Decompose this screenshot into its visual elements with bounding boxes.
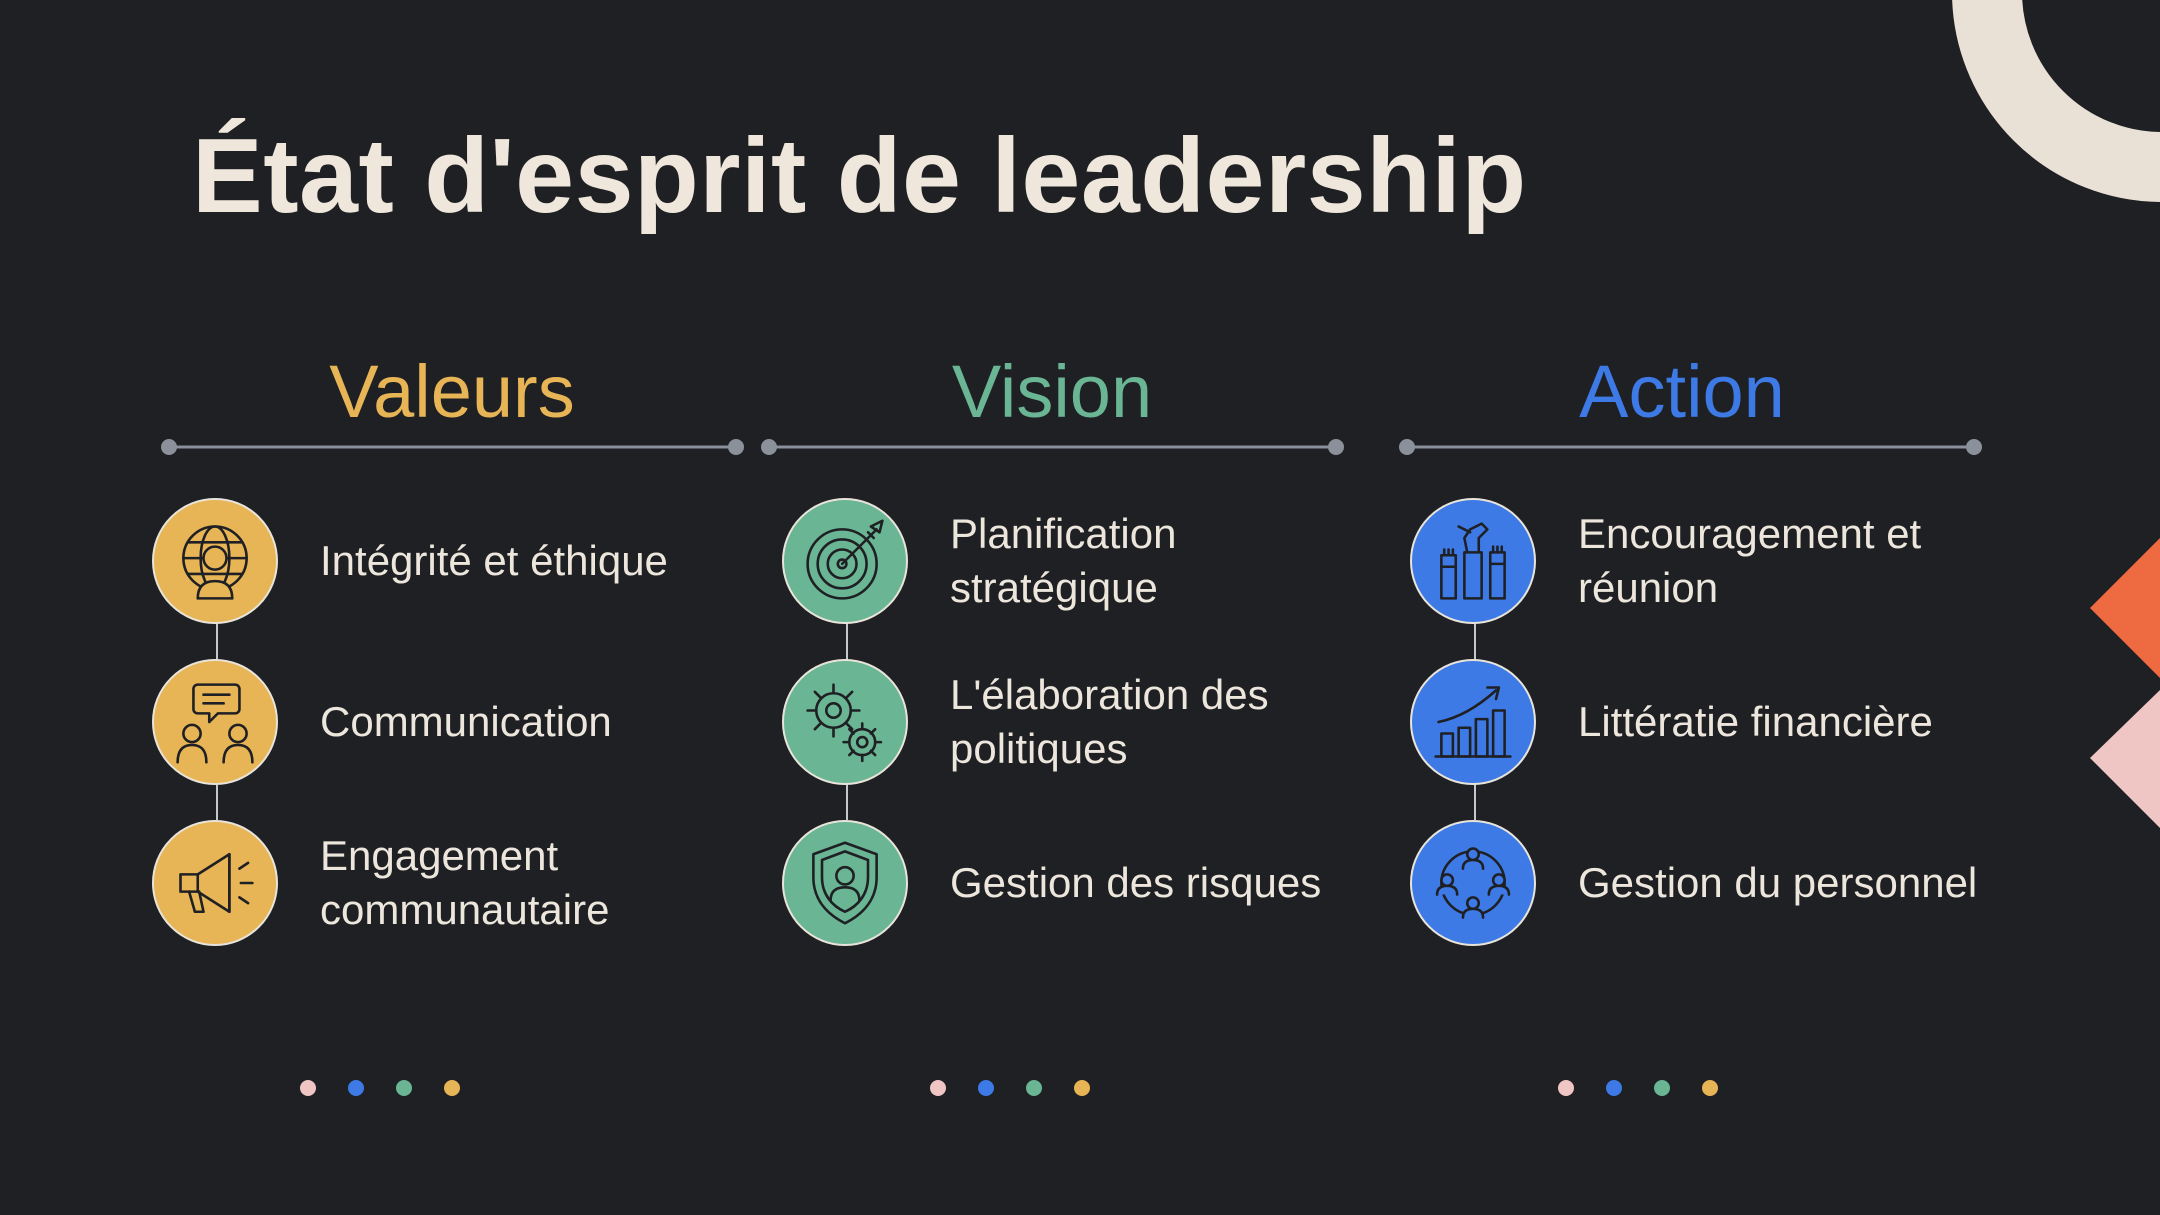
dot-green — [1026, 1080, 1042, 1096]
dot-yellow — [1702, 1080, 1718, 1096]
dot-pink — [930, 1080, 946, 1096]
column-vision: Vision Planification stratégique L'élabo… — [761, 0, 1382, 1215]
column-heading: Action — [1579, 350, 1785, 433]
page-title: État d'esprit de leadership — [192, 117, 1527, 235]
growth-chart-icon — [1434, 686, 1512, 758]
dot-pink — [300, 1080, 316, 1096]
item-label: Gestion du personnel — [1578, 859, 1978, 906]
item-label: Gestion des risques — [950, 859, 1322, 906]
dot-blue — [1606, 1080, 1622, 1096]
item-label: Planification stratégique — [950, 510, 1177, 611]
shield-person-icon — [812, 841, 878, 925]
item-icon-circle — [152, 659, 278, 785]
column-heading: Valeurs — [329, 350, 575, 433]
megaphone-icon — [179, 852, 254, 914]
people-chat-icon — [176, 683, 254, 764]
item-label: Littératie financière — [1578, 698, 1933, 745]
item-label: Intégrité et éthique — [320, 537, 668, 584]
dot-yellow — [444, 1080, 460, 1096]
dot-blue — [978, 1080, 994, 1096]
gears-icon — [806, 683, 883, 763]
column-action: Action Encouragement et réunion Littérat… — [1399, 0, 2010, 1215]
globe-person-icon — [182, 525, 248, 600]
item-label: Communication — [320, 698, 612, 745]
dot-blue — [348, 1080, 364, 1096]
dot-green — [1654, 1080, 1670, 1096]
item-icon-circle — [1410, 498, 1536, 624]
item-label: L'élaboration des politiques — [950, 671, 1269, 772]
column-heading: Vision — [951, 350, 1153, 433]
dot-green — [396, 1080, 412, 1096]
dot-yellow — [1074, 1080, 1090, 1096]
item-icon-circle — [782, 820, 908, 946]
orange-chevron-shape — [2090, 538, 2160, 678]
item-icon-circle — [1410, 659, 1536, 785]
pink-chevron-shape — [2090, 690, 2160, 828]
item-label: Encouragement et réunion — [1578, 510, 1922, 611]
heading-divider — [1399, 439, 1982, 455]
item-icon-circle — [152, 820, 278, 946]
dot-pink — [1558, 1080, 1574, 1096]
raised-fists-icon — [1440, 522, 1506, 600]
item-icon-circle — [1410, 820, 1536, 946]
team-network-icon — [1435, 847, 1511, 919]
item-icon-circle — [152, 498, 278, 624]
item-icon-circle — [782, 498, 908, 624]
item-icon-circle — [782, 659, 908, 785]
cream-ring-shape — [1952, 0, 2160, 202]
heading-divider — [761, 439, 1344, 455]
heading-divider — [161, 439, 744, 455]
item-label: Engagement communautaire — [320, 832, 610, 933]
column-valeurs: Valeurs Intégrité et éthique Communicati… — [152, 0, 752, 1215]
target-arrow-icon — [806, 519, 884, 600]
